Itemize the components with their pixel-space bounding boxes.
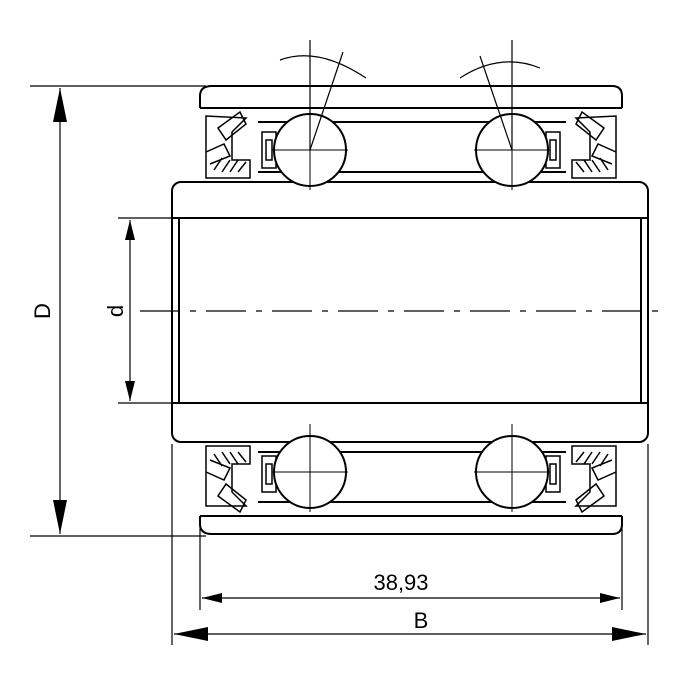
dimension-d [118,217,178,404]
seal-top-right [571,110,617,179]
dimension-D [30,85,206,537]
label-B: B [414,608,429,633]
seal-bottom-right [571,445,617,514]
contact-angle-left [279,40,367,151]
label-d: d [103,305,128,317]
seal-bottom-left [205,445,251,514]
contact-angle-right [459,40,541,151]
dimension-B [171,444,649,645]
seal-top-left [205,110,251,179]
outer-ring-bottom [199,515,623,535]
dimension-inner-width [199,520,623,610]
label-inner-width: 38,93 [373,570,428,595]
label-D: D [30,303,55,319]
outer-ring-top [199,85,623,109]
inner-ring [171,181,649,443]
